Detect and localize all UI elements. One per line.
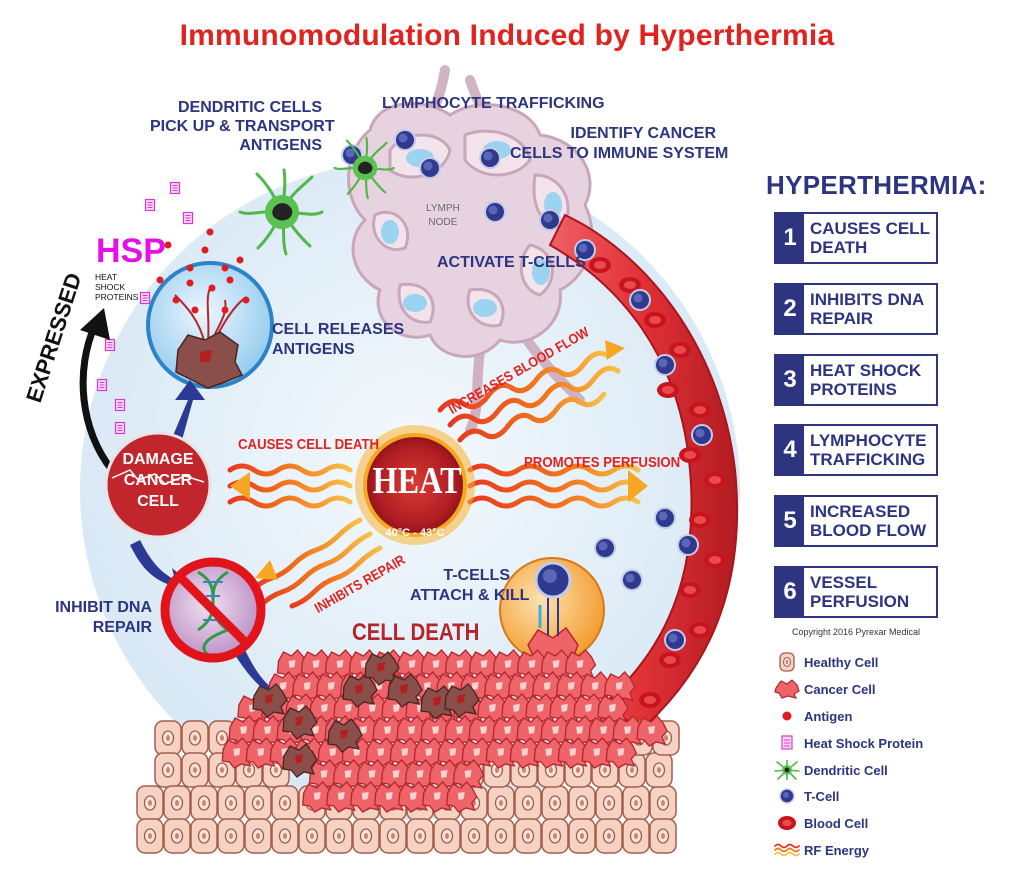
hyperthermia-item-number: 5 <box>776 497 804 545</box>
hyperthermia-item-text: VESSEL PERFUSION <box>810 573 910 611</box>
rf-energy-icon <box>774 843 800 857</box>
copyright: Copyright 2016 Pyrexar Medical <box>792 627 921 637</box>
label-identify-cancer: IDENTIFY CANCER CELLS TO IMMUNE SYSTEM <box>510 125 729 162</box>
hyperthermia-item-number: 6 <box>776 568 804 616</box>
diagram-title: Immunomodulation Induced by Hyperthermia <box>179 19 835 52</box>
hsp-sublabel: HEAT SHOCK PROTEINS <box>95 272 139 302</box>
label-activate-tcells: ACTIVATE T-CELLS <box>437 254 586 271</box>
legend-item: Blood Cell <box>774 813 868 833</box>
damage-cancer-cell <box>104 431 212 539</box>
legend-item: T-Cell <box>774 786 839 806</box>
legend-item: RF Energy <box>774 840 869 860</box>
cancer-cell-icon <box>774 679 800 699</box>
label-causes-cell-death: CAUSES CELL DEATH <box>238 436 380 453</box>
hyperthermia-item-number: 3 <box>776 356 804 404</box>
dendritic-cell-icon <box>774 760 800 780</box>
t-cell-icon <box>779 788 795 804</box>
antigen-icon <box>782 711 792 721</box>
damage-cancer-cell-label: DAMAGE CANCER CELL <box>122 451 194 510</box>
label-dendritic-cells: DENDRITIC CELLS PICK UP & TRANSPORT ANTI… <box>150 99 335 155</box>
legend-label: Healthy Cell <box>804 654 879 670</box>
legend-label: Cancer Cell <box>804 681 876 697</box>
hyperthermia-item-number: 4 <box>776 426 804 474</box>
heat-temperature: 40°C - 43°C <box>385 527 445 539</box>
legend-label: RF Energy <box>804 842 870 858</box>
antigen-release-cell <box>146 261 274 389</box>
legend-label: Blood Cell <box>804 815 869 831</box>
legend-label: Antigen <box>804 708 853 724</box>
rf-energy-waves <box>227 340 648 609</box>
healthy-cell-icon <box>779 652 795 672</box>
legend-item: Dendritic Cell <box>774 760 888 780</box>
legend-label: T-Cell <box>804 788 840 804</box>
label-lymphocyte-trafficking: LYMPHOCYTE TRAFFICKING <box>382 95 605 112</box>
hyperthermia-item-text: HEAT SHOCK PROTEINS <box>810 361 922 399</box>
hyperthermia-item-text: INHIBITS DNA REPAIR <box>810 290 924 328</box>
legend-label: Heat Shock Protein <box>804 735 924 751</box>
heat-source <box>355 425 475 545</box>
antigen-dots <box>156 228 250 314</box>
legend-item: Antigen <box>774 706 852 726</box>
expressed-arrow <box>79 308 115 473</box>
label-promotes-perfusion: PROMOTES PERFUSION <box>524 454 681 471</box>
hyperthermia-item-number: 2 <box>776 285 804 333</box>
label-cell-releases: CELL RELEASES ANTIGENS <box>272 321 405 358</box>
label-tcells-attach: T-CELLS ATTACH & KILL <box>410 567 530 604</box>
hsp-label: HSP <box>96 232 166 270</box>
hyperthermia-item-text: INCREASED BLOOD FLOW <box>810 502 927 540</box>
heat-shock-protein-icon <box>781 735 793 750</box>
legend-label: Dendritic Cell <box>804 762 888 778</box>
inhibit-dna-symbol <box>160 557 266 663</box>
legend-item: Heat Shock Protein <box>774 733 923 753</box>
legend-item: Cancer Cell <box>774 679 876 699</box>
label-inhibit-dna: INHIBIT DNA REPAIR <box>55 599 152 636</box>
label-lymph-node: LYMPH NODE <box>426 203 460 228</box>
hyperthermia-title: HYPERTHERMIA: <box>766 170 987 200</box>
legend-item: Healthy Cell <box>774 652 878 672</box>
heat-label: HEAT <box>372 460 462 502</box>
hyperthermia-item-text: CAUSES CELL DEATH <box>810 219 930 257</box>
blood-cell-icon <box>778 816 796 830</box>
label-cell-death: CELL DEATH <box>352 619 480 646</box>
hyperthermia-item-number: 1 <box>776 214 804 262</box>
hyperthermia-item-text: LYMPHOCYTE TRAFFICKING <box>810 431 927 469</box>
